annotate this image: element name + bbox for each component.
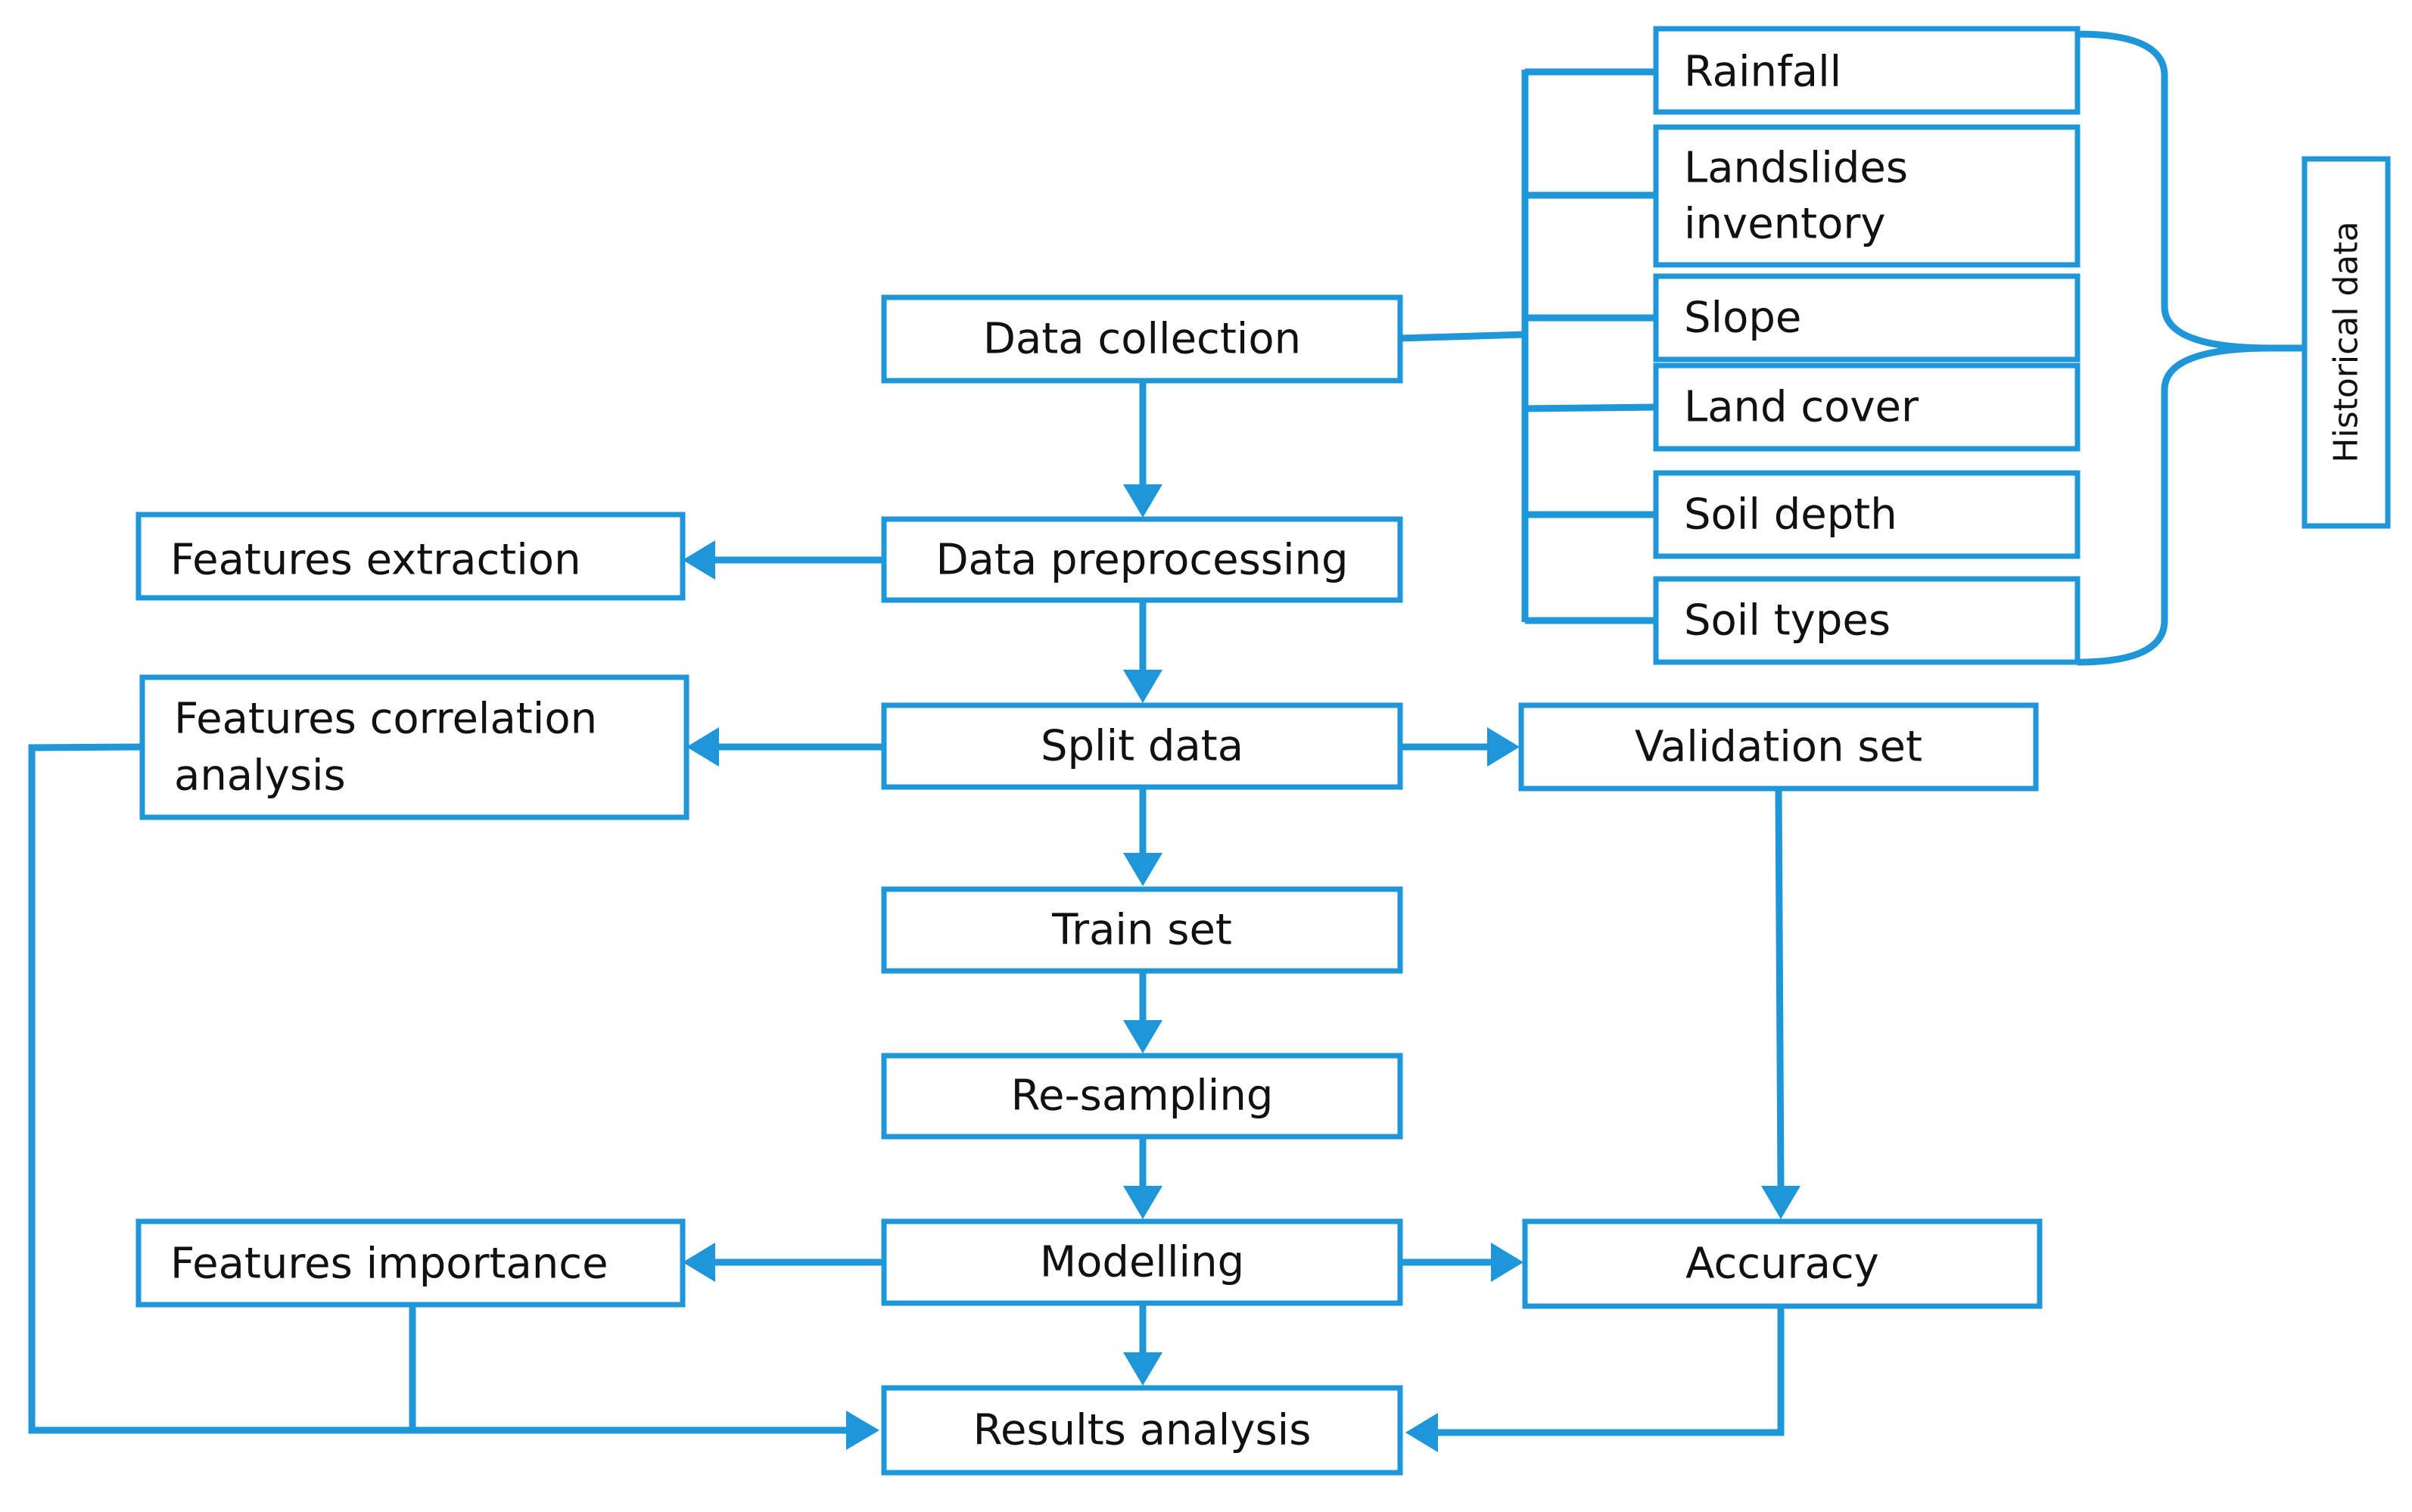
- box-split-data: Split data: [881, 702, 1403, 790]
- arrow-correlation-to-results: [28, 743, 846, 1434]
- arrowhead-split-to-validation: [1487, 727, 1520, 767]
- label-source-land-cover: Land cover: [1684, 383, 1919, 432]
- label-source-landslides-line2: inventory: [1684, 200, 1886, 249]
- label-source-rainfall: Rainfall: [1684, 48, 1841, 97]
- box-modelling: Modelling: [881, 1218, 1403, 1306]
- arrowhead-collection-to-preprocessing: [1123, 484, 1162, 518]
- line-collection-to-sources: [1399, 331, 1526, 342]
- label-train-set: Train set: [1051, 906, 1232, 955]
- arrow-validation-to-accuracy: [1775, 790, 1785, 1187]
- arrowhead-validation-to-accuracy: [1761, 1186, 1800, 1219]
- arrowhead-left-to-results: [846, 1411, 879, 1450]
- label-data-preprocessing: Data preprocessing: [935, 536, 1348, 585]
- label-source-soil-depth: Soil depth: [1684, 490, 1897, 540]
- box-features-extraction: Features extraction: [135, 512, 686, 601]
- arrowhead-split-to-correlation: [686, 727, 719, 767]
- label-validation-set: Validation set: [1635, 723, 1922, 772]
- source-land-cover: Land cover: [1653, 362, 2081, 452]
- label-source-slope: Slope: [1684, 294, 1801, 343]
- label-data-collection: Data collection: [983, 315, 1301, 364]
- connectors: [28, 30, 2305, 1452]
- branch-land-cover: [1524, 403, 1657, 412]
- source-slope: Slope: [1653, 273, 2081, 362]
- label-features-extraction: Features extraction: [170, 536, 581, 585]
- box-validation-set: Validation set: [1518, 702, 2039, 792]
- label-results-analysis: Results analysis: [973, 1406, 1312, 1455]
- label-features-importance: Features importance: [170, 1240, 608, 1289]
- arrowhead-accuracy-to-results: [1405, 1413, 1438, 1452]
- label-features-correlation-line2: analysis: [174, 751, 346, 801]
- source-soil-types: Soil types: [1653, 576, 2081, 665]
- box-re-sampling: Re-sampling: [881, 1053, 1403, 1140]
- label-re-sampling: Re-sampling: [1011, 1072, 1274, 1121]
- label-historical-data: Historical data: [2327, 221, 2366, 462]
- arrowhead-split-to-train: [1123, 853, 1162, 886]
- box-features-importance: Features importance: [135, 1218, 686, 1308]
- label-source-soil-types: Soil types: [1684, 596, 1891, 646]
- source-landslides-inventory: Landslides inventory: [1653, 124, 2081, 268]
- box-features-correlation: Features correlation analysis: [139, 674, 689, 820]
- arrowhead-preprocessing-to-split: [1123, 670, 1162, 703]
- historical-data-label-box: Historical data: [2302, 156, 2391, 529]
- arrowhead-resampling-to-modelling: [1123, 1186, 1162, 1219]
- label-features-correlation-line1: Features correlation: [174, 695, 597, 744]
- box-results-analysis: Results analysis: [881, 1385, 1403, 1476]
- arrowhead-modelling-to-results: [1123, 1352, 1162, 1386]
- arrowhead-modelling-to-accuracy: [1491, 1243, 1523, 1282]
- box-train-set: Train set: [881, 886, 1403, 974]
- box-data-collection: Data collection: [881, 294, 1403, 384]
- label-accuracy: Accuracy: [1685, 1240, 1879, 1289]
- source-rainfall: Rainfall: [1653, 26, 2081, 115]
- historical-data-brace: [2077, 30, 2271, 666]
- source-soil-depth: Soil depth: [1653, 470, 2081, 559]
- arrowhead-preprocessing-to-extraction: [683, 540, 715, 580]
- box-accuracy: Accuracy: [1522, 1218, 2043, 1309]
- arrowhead-modelling-to-importance: [683, 1243, 715, 1282]
- arrow-accuracy-to-results: [1438, 1306, 1785, 1436]
- label-split-data: Split data: [1041, 722, 1243, 771]
- label-source-landslides-line1: Landslides: [1684, 144, 1908, 193]
- label-modelling: Modelling: [1040, 1238, 1244, 1287]
- arrowhead-train-to-resampling: [1123, 1020, 1162, 1053]
- box-data-preprocessing: Data preprocessing: [881, 516, 1403, 603]
